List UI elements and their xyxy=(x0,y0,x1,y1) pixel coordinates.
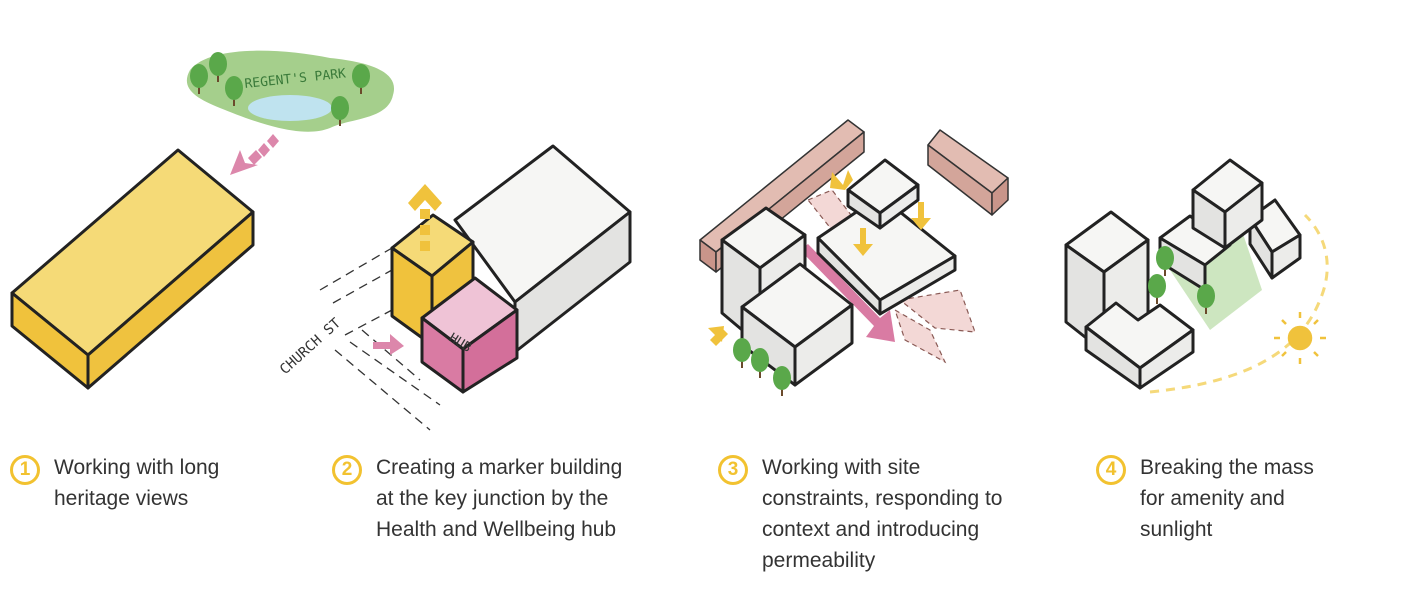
step-line: Working with site xyxy=(762,456,921,479)
step-line: permeability xyxy=(762,549,876,572)
caption-step-2: 2 Creating a marker building at the key … xyxy=(332,452,622,545)
step-number-badge: 4 xyxy=(1096,455,1126,485)
diagram-illustrations: REGENT'S PARK CHURCH ST xyxy=(10,50,1329,431)
panel-3-diagram xyxy=(699,119,1009,397)
step-line: context and introducing xyxy=(762,518,980,541)
panel-1-diagram: REGENT'S PARK xyxy=(10,50,395,390)
panel-2-diagram: CHURCH ST HUB xyxy=(277,144,632,431)
park-lake xyxy=(248,95,332,121)
massing-block-b xyxy=(740,262,854,387)
street-lines xyxy=(319,247,441,431)
step-line: heritage views xyxy=(54,487,189,510)
step-line: constraints, responding to xyxy=(762,487,1003,510)
yellow-arrows xyxy=(708,170,931,346)
step-description: Creating a marker building at the key ju… xyxy=(376,452,622,545)
step-line: Breaking the mass xyxy=(1140,456,1314,479)
caption-step-1: 1 Working with long heritage views xyxy=(10,452,219,514)
sun-icon xyxy=(1274,312,1326,364)
regents-park: REGENT'S PARK xyxy=(186,50,395,132)
street-label: CHURCH ST xyxy=(277,315,345,378)
step-description: Working with site constraints, respondin… xyxy=(762,452,1002,576)
white-block xyxy=(453,144,632,354)
entry-arrow xyxy=(373,334,404,355)
caption-step-3: 3 Working with site constraints, respond… xyxy=(718,452,1002,576)
step-number-badge: 1 xyxy=(10,455,40,485)
hub-block: HUB xyxy=(420,276,519,394)
massing-block-c xyxy=(816,158,957,316)
step-line: for amenity and xyxy=(1140,487,1285,510)
step-number-badge: 2 xyxy=(332,455,362,485)
step-number-badge: 3 xyxy=(718,455,748,485)
sun-path xyxy=(1149,213,1329,394)
brick-terrace-right xyxy=(927,129,1009,216)
step-description: Working with long heritage views xyxy=(54,452,219,514)
pink-route-arrow xyxy=(800,244,895,342)
up-arrow xyxy=(408,184,442,251)
panel-4-diagram xyxy=(1064,158,1329,394)
step-line: Creating a marker building xyxy=(376,456,623,479)
view-arrow xyxy=(230,134,279,175)
massing-block-e xyxy=(1084,301,1195,390)
step-description: Breaking the mass for amenity and sunlig… xyxy=(1140,452,1314,545)
step-line: Health and Wellbeing hub xyxy=(376,518,617,541)
caption-step-4: 4 Breaking the mass for amenity and sunl… xyxy=(1096,452,1314,545)
step-line: at the key junction by the xyxy=(376,487,609,510)
step-line: sunlight xyxy=(1140,518,1213,541)
heritage-block xyxy=(10,148,255,390)
step-line: Working with long xyxy=(54,456,220,479)
